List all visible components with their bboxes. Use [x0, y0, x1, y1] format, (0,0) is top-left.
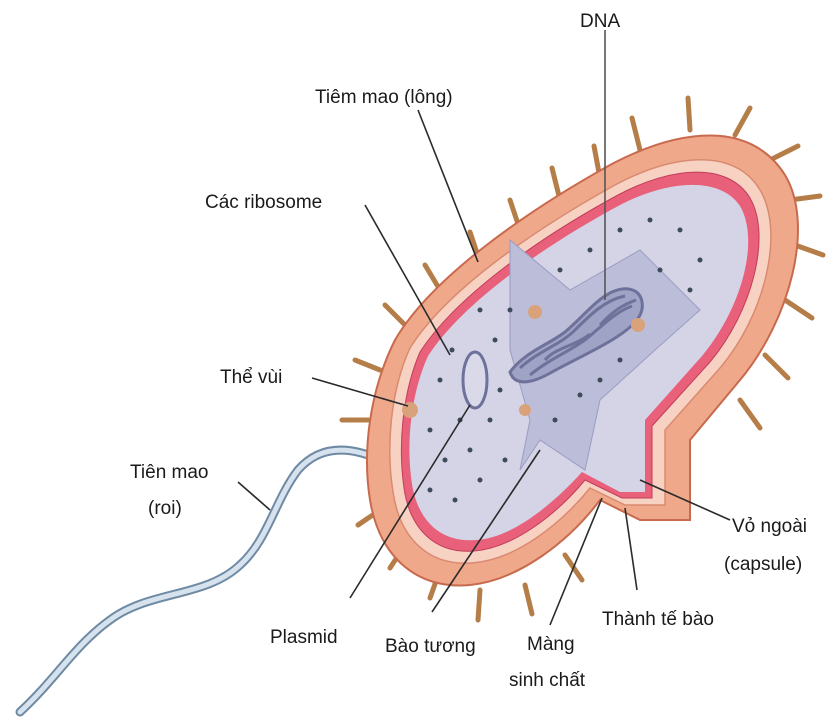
plasmid-shape: [463, 352, 487, 408]
label-cell-wall: Thành tế bào: [602, 609, 714, 630]
label-dna: DNA: [580, 11, 620, 32]
label-capsule-line1: Vỏ ngoài: [732, 516, 807, 537]
label-flagellum-line1: Tiên mao: [130, 462, 209, 483]
flagellum: [20, 449, 406, 712]
label-cytoplasm: Bào tương: [385, 636, 476, 657]
label-flagellum-line2: (roi): [148, 498, 182, 519]
label-plasmid: Plasmid: [270, 627, 338, 648]
inclusion-body: [631, 318, 645, 332]
inclusion-body: [519, 404, 531, 416]
label-membrane-line1: Màng: [527, 634, 575, 655]
label-pili: Tiêm mao (lông): [315, 87, 453, 108]
inclusion-body: [528, 305, 542, 319]
label-capsule-line2: (capsule): [724, 554, 802, 575]
label-ribosomes: Các ribosome: [205, 192, 322, 213]
label-inclusion-body: Thể vùi: [220, 367, 282, 388]
label-membrane-line2: sinh chất: [509, 670, 586, 691]
